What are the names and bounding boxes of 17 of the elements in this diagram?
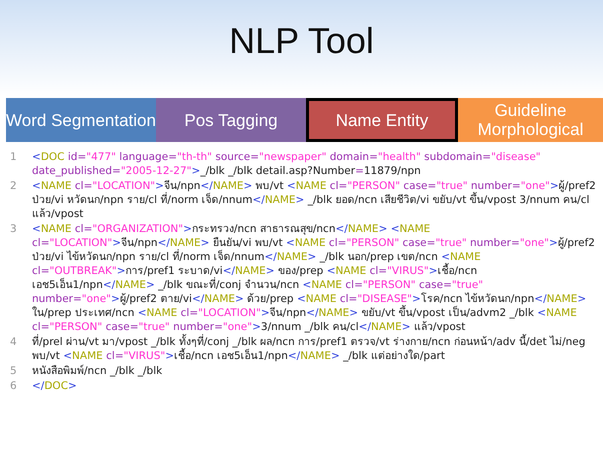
line-number: 2 xyxy=(10,179,17,193)
code-line: </DOC> xyxy=(32,379,78,393)
code-line: หนังสือพิมพ์/ncn _/blk _/blk xyxy=(32,364,164,378)
tab: Name Entity xyxy=(306,98,458,142)
tab: Word Segmentation xyxy=(6,98,156,142)
code-line: <NAME cl="LOCATION">จีน/npn</NAME> พบ/vt <NAME cl="PERSON" case="true" number="one">ผู้/pref2 ป่วย/vi หวัดนก/npn ราย/cl ที่/norm เจ็ด/nnum</NAME> _/blk ยอด/ncn เสียชีวิต/vi ขยับ/vt ขึ้น/vpost 3/nnum คน/cl แล้ว/vpost xyxy=(32,179,597,221)
line-number: 6 xyxy=(10,379,17,393)
line-number: 5 xyxy=(10,364,17,378)
code-line: <NAME cl="ORGANIZATION">กระทรวง/ncn สาธารณสุข/ncn</NAME> <NAME cl="LOCATION">จีน/npn</NAME> ยืนยัน/vi พบ/vt <NAME cl="PERSON" case="true" number="one">ผู้/pref2 ป่วย/vi ไข้หวัดนก/npn ราย/cl ที่/norm เจ็ด/nnum</NAME> _/blk นอก/prep เขต/ncn <NAME cl="OUTBREAK">การ/pref1 ระบาด/vi</NAME> ของ/prep <NAME cl="VIRUS">เชื้อ/ncn เอช5เอ็น1/npn</NAME> _/blk ขณะที่/conj จำนวน/ncn <NAME cl="PERSON" case="true" number="one">ผู้/pref2 ตาย/vi</NAME> ด้วย/prep <NAME cl="DISEASE">โรค/ncn ไข้หวัดนก/npn</NAME> ใน/prep ประเทศ/ncn <NAME cl="LOCATION">จีน/npn</NAME> ขยับ/vt ขึ้น/vpost เป็น/advm2 _/blk <NAME cl="PERSON" case="true" number="one">3/nnum _/blk คน/cl</NAME> แล้ว/vpost xyxy=(32,222,596,334)
title: NLP Tool xyxy=(228,20,375,62)
line-number: 4 xyxy=(10,335,17,349)
tab: Pos Tagging xyxy=(156,98,306,142)
code-line: ที่/prel ผ่าน/vt มา/vpost _/blk ทั้งๆที่/conj _/blk ผล/ncn การ/pref1 ตรวจ/vt ร่างกาย/ncn ก่อนหน้า/adv นี้/det ไม่/neg พบ/vt <NAME cl="VIRUS">เชื้อ/ncn เอช5เอ็น1/npn</NAME> _/blk แต่อย่างใด/part xyxy=(32,335,586,363)
line-number: 1 xyxy=(10,150,17,164)
line-number: 3 xyxy=(10,222,17,236)
tab: Guideline Morphological xyxy=(458,98,603,142)
code-line: <DOC id="477" language="th-th" source="newspaper" domain="health" subdomain="disease" date_published="2005-12-27">_/blk _/blk detail.asp?Number=11879/npn xyxy=(32,150,542,178)
